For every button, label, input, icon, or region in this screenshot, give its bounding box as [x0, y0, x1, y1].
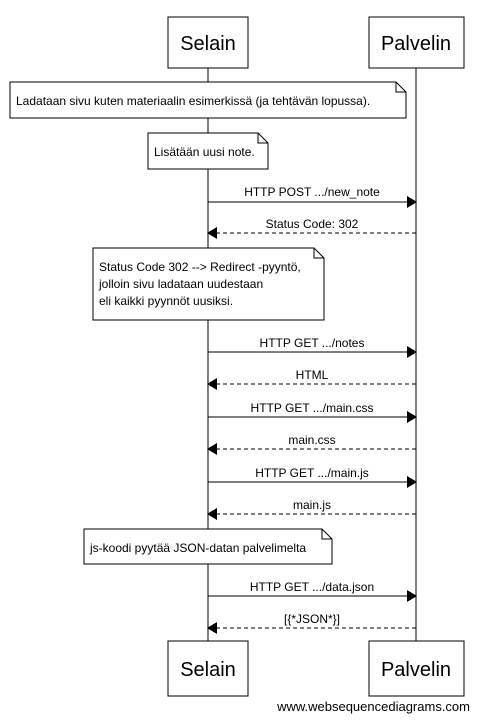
note-add-note-text: Lisätään uusi note. — [154, 145, 255, 159]
note-load-page-text: Ladataan sivu kuten materiaalin esimerki… — [16, 94, 370, 108]
message-json-response-label: [{*JSON*}] — [284, 612, 340, 626]
message-main-css-response: main.css — [207, 433, 416, 455]
message-html-response-label: HTML — [296, 368, 329, 382]
actor-label-right-top: Palvelin — [381, 33, 451, 55]
actor-label-left-top: Selain — [180, 33, 236, 55]
message-get-main-js-label: HTTP GET .../main.js — [255, 466, 369, 480]
actor-box-right-top: Palvelin — [368, 16, 465, 69]
message-get-main-css-label: HTTP GET .../main.css — [251, 401, 374, 415]
message-status-302: Status Code: 302 — [207, 217, 416, 239]
message-main-js-response: main.js — [207, 498, 416, 520]
message-json-response: [{*JSON*}] — [207, 612, 416, 634]
note-js-fetch-text: js-koodi pyytää JSON-datan palvelimelta — [89, 541, 306, 555]
actor-box-left-top: Selain — [167, 16, 249, 69]
message-status-302-label: Status Code: 302 — [266, 217, 359, 231]
message-get-notes-label: HTTP GET .../notes — [260, 336, 365, 350]
note-load-page: Ladataan sivu kuten materiaalin esimerki… — [9, 81, 407, 119]
message-get-data-json-label: HTTP GET .../data.json — [250, 580, 374, 594]
actor-box-left-bottom: Selain — [167, 640, 249, 697]
note-redirect-line-3: eli kaikki pyynnöt uusiksi. — [99, 294, 233, 308]
note-redirect: Status Code 302 --> Redirect -pyyntö, jo… — [92, 247, 325, 321]
note-redirect-line-1: Status Code 302 --> Redirect -pyyntö, — [99, 260, 301, 274]
note-js-fetch: js-koodi pyytää JSON-datan palvelimelta — [83, 528, 333, 565]
message-html-response: HTML — [207, 368, 416, 390]
message-get-data-json: HTTP GET .../data.json — [208, 580, 417, 602]
message-get-notes: HTTP GET .../notes — [208, 336, 417, 358]
message-post-new-note: HTTP POST .../new_note — [208, 185, 417, 208]
message-main-js-response-label: main.js — [293, 498, 331, 512]
footer-watermark: www.websequencediagrams.com — [277, 699, 470, 714]
message-post-new-note-label: HTTP POST .../new_note — [244, 185, 380, 199]
actor-label-left-bottom: Selain — [180, 659, 236, 681]
sequence-diagram: Selain Palvelin Selain Palvelin Ladataan… — [9, 16, 465, 697]
message-main-css-response-label: main.css — [288, 433, 335, 447]
actor-label-right-bottom: Palvelin — [381, 659, 451, 681]
actor-box-right-bottom: Palvelin — [368, 640, 465, 697]
note-redirect-line-2: jolloin sivu ladataan uudestaan — [98, 277, 263, 291]
message-get-main-js: HTTP GET .../main.js — [208, 466, 417, 488]
message-get-main-css: HTTP GET .../main.css — [208, 401, 417, 423]
note-add-note: Lisätään uusi note. — [147, 132, 269, 170]
